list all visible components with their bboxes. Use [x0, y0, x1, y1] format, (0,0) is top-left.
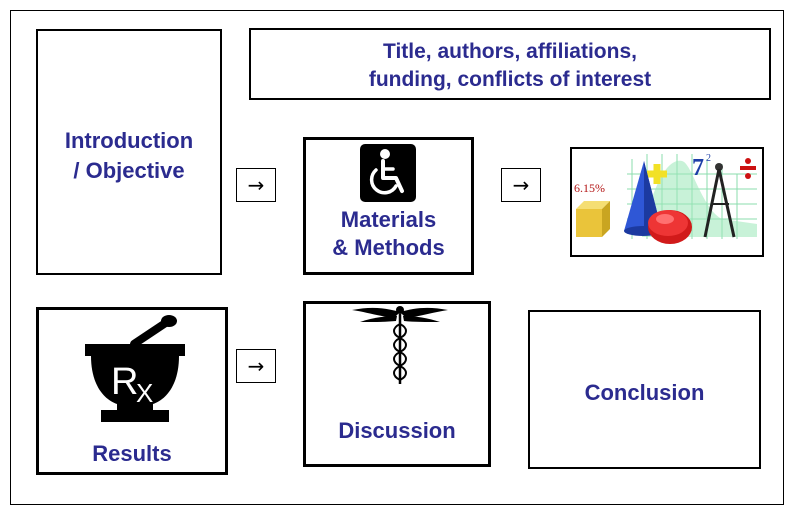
math-clipart-box: 6.15% 7 2 — [570, 147, 764, 257]
introduction-line-2: / Objective — [73, 158, 185, 183]
results-box: R X Results — [36, 307, 228, 475]
svg-text:X: X — [136, 378, 153, 408]
discussion-box: Discussion — [303, 301, 491, 467]
caduceus-icon — [350, 304, 450, 386]
conclusion-box: Conclusion — [528, 310, 761, 469]
clipart-superscript: 2 — [706, 153, 711, 164]
svg-text:R: R — [111, 361, 138, 403]
materials-methods-box: Materials & Methods — [303, 137, 474, 275]
header-line-1: Title, authors, affiliations, — [383, 40, 637, 63]
math-geometry-clipart: 6.15% 7 2 — [574, 153, 757, 244]
arrow-methods-to-clipart: → — [501, 168, 541, 202]
arrow-intro-to-methods: → — [236, 168, 276, 202]
introduction-line-1: Introduction — [64, 128, 194, 153]
discussion-label: Discussion — [338, 418, 456, 443]
introduction-box: Introduction / Objective — [36, 29, 222, 275]
materials-line-1: Materials — [340, 207, 437, 232]
clipart-percent: 6.15% — [574, 181, 605, 195]
arrow-results-to-discussion: → — [236, 349, 276, 383]
header-line-2: funding, conflicts of interest — [368, 68, 652, 91]
conclusion-label: Conclusion — [584, 380, 705, 405]
materials-line-2: & Methods — [332, 235, 445, 260]
mortar-pestle-rx-icon: R X — [79, 314, 191, 424]
results-label: Results — [92, 441, 172, 466]
header-box: Title, authors, affiliations, funding, c… — [249, 28, 771, 100]
wheelchair-icon — [360, 144, 416, 202]
clipart-number: 7 — [692, 155, 704, 181]
